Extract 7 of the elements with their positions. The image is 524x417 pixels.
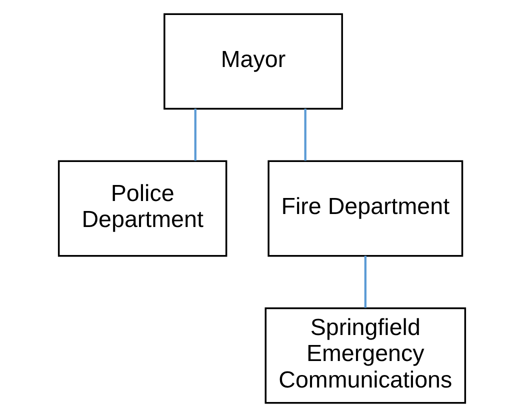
connector (194, 108, 196, 161)
connector (304, 108, 306, 161)
node-box: Mayor (164, 13, 343, 110)
node-box: Police Department (58, 160, 228, 257)
node-box: Fire Department (268, 160, 464, 257)
connector (364, 256, 366, 308)
node-box: Springfield Emergency Communications (264, 307, 466, 404)
